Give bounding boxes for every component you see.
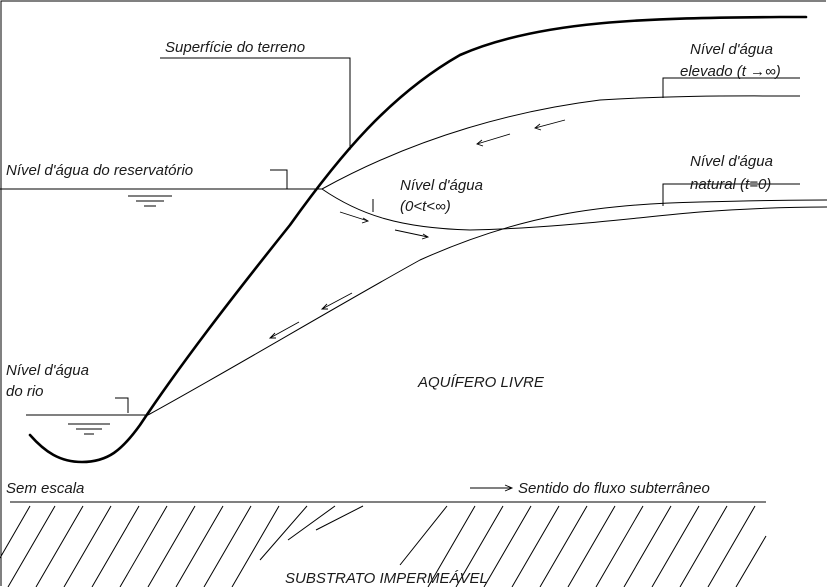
reservoir-level-leader (270, 169, 288, 189)
river-level-label-line2: do rio (6, 383, 44, 400)
flow-arrow-icon (268, 321, 300, 339)
substrate-label: SUBSTRATO IMPERMEÁVEL (285, 570, 488, 587)
transient-level-label-line1: Nível d'água (400, 177, 483, 194)
flow-arrow-icon (534, 119, 566, 131)
natural-level-label-line1: Nível d'água (690, 153, 773, 170)
elevated-water-table-line (321, 95, 801, 190)
no-scale-label: Sem escala (6, 480, 84, 497)
terrain-surface-leader (160, 57, 351, 150)
aquifer-label: AQUÍFERO LIVRE (417, 374, 545, 391)
natural-level-leader (662, 183, 800, 206)
elevated-level-leader (662, 77, 800, 98)
natural-level-label-line2: natural (t=0) (690, 176, 771, 193)
terrain-surface-label: Superfície do terreno (165, 39, 305, 56)
flow-arrow-icon (339, 211, 370, 224)
river-level-leader (115, 397, 129, 413)
transient-level-label-line2: (0<t<∞) (400, 198, 451, 215)
natural-water-table-line (147, 199, 827, 416)
elevated-level-label-line2: elevado (t →∞) (680, 63, 781, 80)
flow-arrow-icon (320, 292, 353, 310)
flow-arrow-icon (394, 229, 430, 240)
flow-direction-legend-label: Sentido do fluxo subterrâneo (518, 480, 710, 497)
flow-arrow-icon (476, 133, 511, 147)
legend-flow-arrow-icon (470, 484, 514, 492)
substrate-hatching (0, 505, 767, 587)
reservoir-water-level-icon (128, 195, 172, 207)
river-level-label-line1: Nível d'água (6, 362, 89, 379)
reservoir-level-label: Nível d'água do reservatório (6, 162, 193, 179)
terrain-surface-line (28, 15, 808, 464)
elevated-level-label-line1: Nível d'água (690, 41, 773, 58)
transient-water-table-line (321, 188, 827, 231)
river-water-level-icon (68, 423, 110, 435)
